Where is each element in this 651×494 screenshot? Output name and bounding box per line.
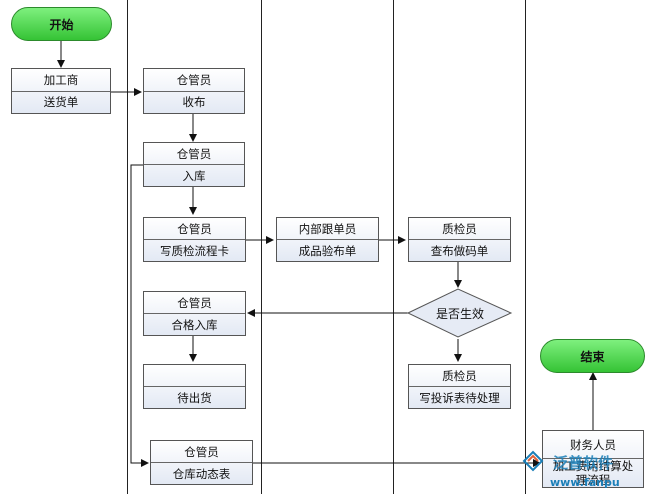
box-task: 查布做码单 [409, 239, 510, 261]
lane-divider [525, 0, 526, 494]
watermark-brand: 泛普软件 [553, 454, 614, 472]
qc-complaint-box: 质检员 写投诉表待处理 [408, 364, 511, 409]
box-task: 送货单 [12, 90, 110, 114]
lane-divider [393, 0, 394, 494]
box-role: 加工商 [43, 72, 79, 87]
box-role: 质检员 [442, 368, 477, 383]
box-role: 仓管员 [177, 221, 212, 236]
box-role: 仓管员 [177, 295, 212, 310]
start-node: 开始 [11, 7, 112, 41]
box-role: 财务人员 [570, 437, 616, 452]
box-task: 待出货 [144, 386, 245, 408]
box-role: 仓管员 [176, 72, 212, 87]
box-task-line2: 理流程 [575, 473, 611, 487]
box-task: 成品验布单 [277, 239, 378, 261]
keeper-qccard-box: 仓管员 写质检流程卡 [143, 217, 246, 262]
decision-diamond [406, 288, 513, 338]
box-role: 内部跟单员 [298, 221, 357, 236]
end-node: 结束 [540, 339, 645, 373]
arrow-stockin-to-dynamic [130, 164, 149, 467]
box-task: 写质检流程卡 [144, 239, 245, 261]
qc-inspect-box: 质检员 查布做码单 [408, 217, 511, 262]
keeper-receive-box: 仓管员 收布 [143, 68, 245, 114]
keeper-passin-box: 仓管员 合格入库 [143, 291, 246, 336]
keeper-dynamic-box: 仓管员 仓库动态表 [150, 440, 253, 485]
box-task: 写投诉表待处理 [409, 386, 510, 408]
end-label: 结束 [580, 349, 605, 364]
box-task: 加工费用结算处 理流程 [543, 458, 643, 487]
supplier-box: 加工商 送货单 [11, 68, 111, 114]
pending-shipment-box: 待出货 [143, 364, 246, 409]
box-task: 收布 [144, 90, 244, 114]
box-task: 仓库动态表 [151, 462, 252, 484]
keeper-stockin-box: 仓管员 入库 [143, 142, 245, 187]
watermark-url: www.fanpu [550, 476, 620, 489]
lane-divider [127, 0, 128, 494]
box-task: 合格入库 [144, 313, 245, 335]
internal-acceptance-box: 内部跟单员 成品验布单 [276, 217, 379, 262]
watermark-logo-icon [522, 450, 544, 472]
box-role [144, 365, 245, 386]
box-task: 入库 [144, 164, 244, 186]
start-label: 开始 [49, 17, 74, 32]
box-role: 质检员 [442, 221, 477, 236]
lane-divider [261, 0, 262, 494]
box-role: 仓管员 [184, 444, 219, 459]
decision-label: 是否生效 [435, 306, 484, 321]
box-task-line1: 加工费用结算处 [552, 459, 634, 473]
finance-box: 财务人员 加工费用结算处 理流程 [542, 430, 644, 488]
box-role: 仓管员 [176, 146, 212, 161]
